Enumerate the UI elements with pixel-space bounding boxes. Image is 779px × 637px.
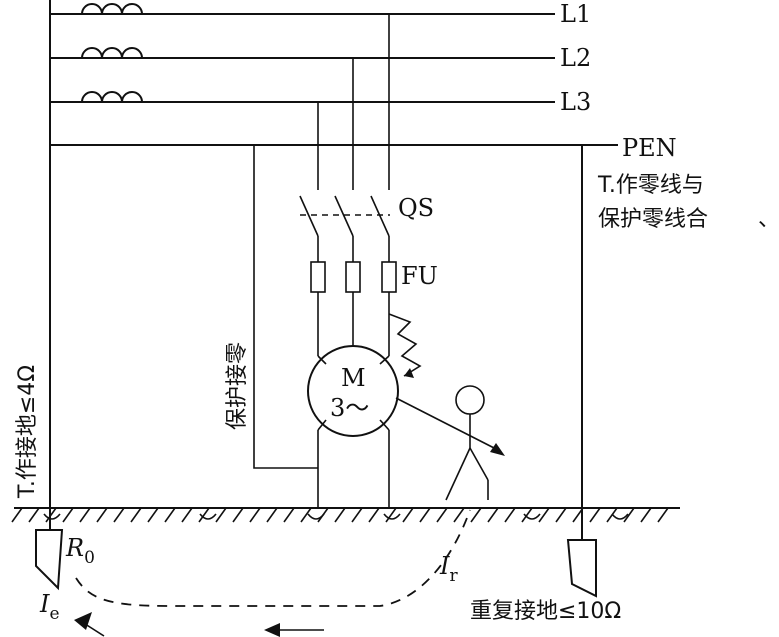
earth-hatch bbox=[470, 507, 482, 523]
person-figure bbox=[395, 385, 505, 501]
earth-hatch bbox=[453, 507, 465, 523]
label-ir: Ir bbox=[439, 552, 458, 586]
earth-hatch bbox=[504, 507, 516, 523]
earth-hatch bbox=[368, 507, 380, 523]
label-r0: R0 bbox=[65, 534, 95, 568]
motor bbox=[307, 340, 399, 508]
earth-hatch bbox=[249, 507, 261, 523]
label-protective-connection: 保护接零 bbox=[225, 342, 250, 430]
earth-hatch bbox=[538, 507, 550, 523]
earth-hatch bbox=[436, 507, 448, 523]
earth-hatch bbox=[385, 507, 397, 523]
touch-current-arrow-icon bbox=[490, 443, 505, 456]
motor-phase: 3～ bbox=[330, 394, 369, 422]
motor-circle bbox=[307, 345, 399, 437]
earth-hatch bbox=[623, 507, 635, 523]
earth-hatch bbox=[419, 507, 431, 523]
pen-note-mark: 、 bbox=[758, 207, 779, 232]
earth-surface bbox=[11, 507, 680, 523]
earth-hatch bbox=[589, 507, 601, 523]
earth-hatch bbox=[283, 507, 295, 523]
earth-hatch bbox=[402, 507, 414, 523]
earth-hatch bbox=[198, 507, 210, 523]
earth-hatch bbox=[11, 507, 23, 523]
label-working-ground: T.作接地≤4Ω bbox=[15, 365, 40, 499]
earth-hatch bbox=[62, 507, 74, 523]
phase-drops bbox=[317, 14, 390, 190]
earth-hatch bbox=[572, 507, 584, 523]
label-l3: L3 bbox=[560, 88, 591, 116]
earth-hatch bbox=[640, 507, 652, 523]
earth-hatch bbox=[232, 507, 244, 523]
earth-hatch bbox=[487, 507, 499, 523]
winding-l2 bbox=[81, 47, 143, 59]
motor-symbol: M bbox=[341, 364, 366, 392]
fault-arrow-icon bbox=[404, 368, 414, 378]
earth-hatch bbox=[164, 507, 176, 523]
earth-hatch bbox=[130, 507, 142, 523]
label-l1: L1 bbox=[560, 0, 591, 28]
pen-note-line2: 保护零线合 bbox=[598, 207, 708, 232]
phase-lines bbox=[49, 0, 618, 508]
switch-qs bbox=[299, 195, 390, 262]
label-qs: QS bbox=[398, 194, 434, 222]
earth-hatch bbox=[657, 507, 669, 523]
earth-hatch bbox=[79, 507, 91, 523]
fuses-fu bbox=[310, 261, 397, 340]
earth-hatch bbox=[215, 507, 227, 523]
earth-hatch bbox=[96, 507, 108, 523]
repeated-ground-electrode bbox=[566, 539, 597, 598]
pen-note-line1: T.作零线与 bbox=[597, 173, 704, 198]
working-ground-electrode bbox=[35, 508, 64, 591]
label-l2: L2 bbox=[560, 44, 591, 72]
earth-hatch bbox=[181, 507, 193, 523]
winding-l3 bbox=[81, 91, 143, 103]
protective-zero-conductor bbox=[253, 145, 318, 469]
fault-current-path bbox=[75, 509, 471, 607]
label-ie: Ie bbox=[39, 590, 60, 624]
earth-hatch bbox=[113, 507, 125, 523]
label-pen: PEN bbox=[622, 134, 677, 162]
earth-hatch bbox=[300, 507, 312, 523]
earth-hatch bbox=[351, 507, 363, 523]
earth-hatch bbox=[266, 507, 278, 523]
earth-hatch bbox=[555, 507, 567, 523]
fault-indicator bbox=[388, 313, 422, 378]
label-repeated-ground: 重复接地≤10Ω bbox=[470, 599, 621, 624]
earth-hatch bbox=[28, 507, 40, 523]
earth-hatch bbox=[334, 507, 346, 523]
label-fu: FU bbox=[401, 262, 438, 290]
earth-hatch bbox=[521, 507, 533, 523]
winding-l1 bbox=[81, 3, 143, 15]
return-arrow-icon bbox=[264, 623, 280, 637]
earth-hatch bbox=[147, 507, 159, 523]
